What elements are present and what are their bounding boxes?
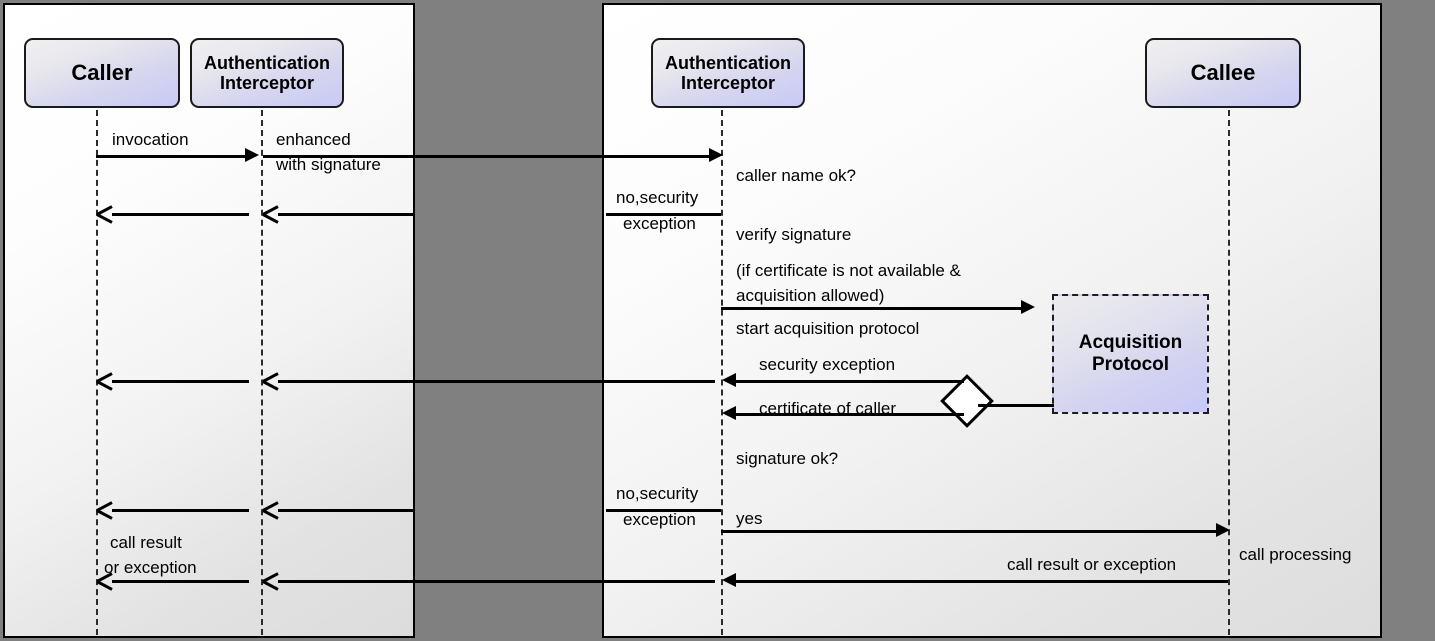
message-line-security-exception-2-left	[112, 380, 249, 383]
arrowhead-call-result-mid	[263, 571, 279, 589]
note-start-acquisition-protocol: start acquisition protocol	[736, 319, 920, 338]
arrowhead-security-exception-3-mid	[263, 500, 279, 518]
actor-box-caller[interactable]: Caller	[24, 38, 180, 108]
actor-box-authentication-interceptor-left[interactable]: Authentication Interceptor	[190, 38, 344, 108]
note-condition-cert-line2: acquisition allowed)	[736, 286, 885, 305]
arrowhead-yes	[1216, 523, 1230, 537]
note-yes: yes	[736, 509, 763, 528]
note-no-security-exception-2-line2: exception	[623, 510, 696, 529]
actor-label-auth-interceptor-right-line1: Authentication	[665, 52, 791, 73]
lifeline-authentication-interceptor-left	[261, 110, 263, 635]
message-line-security-exception-2-mid	[278, 380, 715, 383]
fragment-acquisition-protocol[interactable]: Acquisition Protocol	[1052, 294, 1209, 414]
message-line-enhanced-with-signature	[263, 155, 713, 158]
actor-label-auth-interceptor-left-line2: Interceptor	[219, 73, 315, 93]
actor-box-callee[interactable]: Callee	[1145, 38, 1301, 108]
arrowhead-security-exception-2-left	[97, 371, 113, 389]
arrowhead-security-exception-1-mid	[263, 204, 279, 222]
arrowhead-enhanced-with-signature	[709, 148, 723, 162]
arrowhead-call-result-right	[722, 573, 736, 587]
note-call-processing: call processing	[1239, 545, 1352, 564]
arrowhead-invocation	[245, 148, 259, 162]
note-certificate-of-caller: certificate of caller	[759, 399, 896, 418]
arrowhead-security-exception-3-left	[97, 500, 113, 518]
note-no-security-exception-1-line1: no,security	[616, 188, 699, 207]
message-line-security-exception-1-mid	[278, 213, 415, 216]
message-line-security-exception-1-left	[112, 213, 249, 216]
actor-label-callee: Callee	[1190, 59, 1256, 85]
message-line-call-result-left	[112, 580, 249, 583]
message-label-enhanced-line1: enhanced	[276, 130, 351, 149]
message-line-certificate-of-caller	[736, 413, 964, 416]
message-line-security-exception-1-right	[606, 213, 721, 216]
note-no-security-exception-1-line2: exception	[623, 214, 696, 233]
note-verify-signature: verify signature	[736, 225, 852, 244]
actor-label-auth-interceptor-left-line1: Authentication	[204, 52, 330, 73]
message-line-security-exception-3-mid	[278, 509, 415, 512]
message-line-security-exception-3-left	[112, 509, 249, 512]
note-signature-ok: signature ok?	[736, 449, 839, 468]
arrowhead-security-exception-2-mid	[263, 371, 279, 389]
actor-box-authentication-interceptor-right[interactable]: Authentication Interceptor	[651, 38, 805, 108]
lifeline-authentication-interceptor-right	[721, 110, 723, 635]
message-label-enhanced-line2: with signature	[276, 155, 381, 174]
note-no-security-exception-2-line1: no,security	[616, 484, 699, 503]
arrowhead-certificate-of-caller	[722, 406, 736, 420]
actor-label-auth-interceptor-right-line2: Interceptor	[680, 73, 776, 93]
note-security-exception: security exception	[759, 355, 896, 374]
note-condition-cert-line1: (if certificate is not available &	[736, 261, 961, 280]
note-caller-name-ok: caller name ok?	[736, 166, 857, 185]
message-label-call-result-line1: call result	[110, 533, 182, 552]
left-panel	[3, 3, 415, 638]
arrowhead-security-exception-1-left	[97, 204, 113, 222]
lifeline-callee	[1228, 110, 1230, 635]
arrowhead-start-acquisition-protocol	[1021, 300, 1035, 314]
message-line-invocation	[96, 155, 248, 158]
message-label-call-result-line2: or exception	[104, 558, 197, 577]
message-line-security-exception-from-diamond	[736, 380, 964, 383]
actor-label-caller: Caller	[71, 59, 133, 85]
message-line-security-exception-3-right	[606, 509, 721, 512]
fragment-label-acquisition-protocol-line2: Protocol	[1091, 354, 1170, 375]
message-line-call-result-right	[736, 580, 1228, 583]
fragment-label-acquisition-protocol-line1: Acquisition	[1078, 331, 1183, 353]
message-line-diamond-to-acquisition	[978, 404, 1054, 407]
note-call-result-or-exception-right: call result or exception	[1007, 555, 1177, 574]
message-line-start-acquisition-protocol	[721, 307, 1024, 310]
message-label-invocation: invocation	[112, 130, 189, 149]
arrowhead-security-exception-from-diamond	[722, 373, 736, 387]
message-line-yes	[721, 530, 1221, 533]
message-line-call-result-mid	[278, 580, 715, 583]
